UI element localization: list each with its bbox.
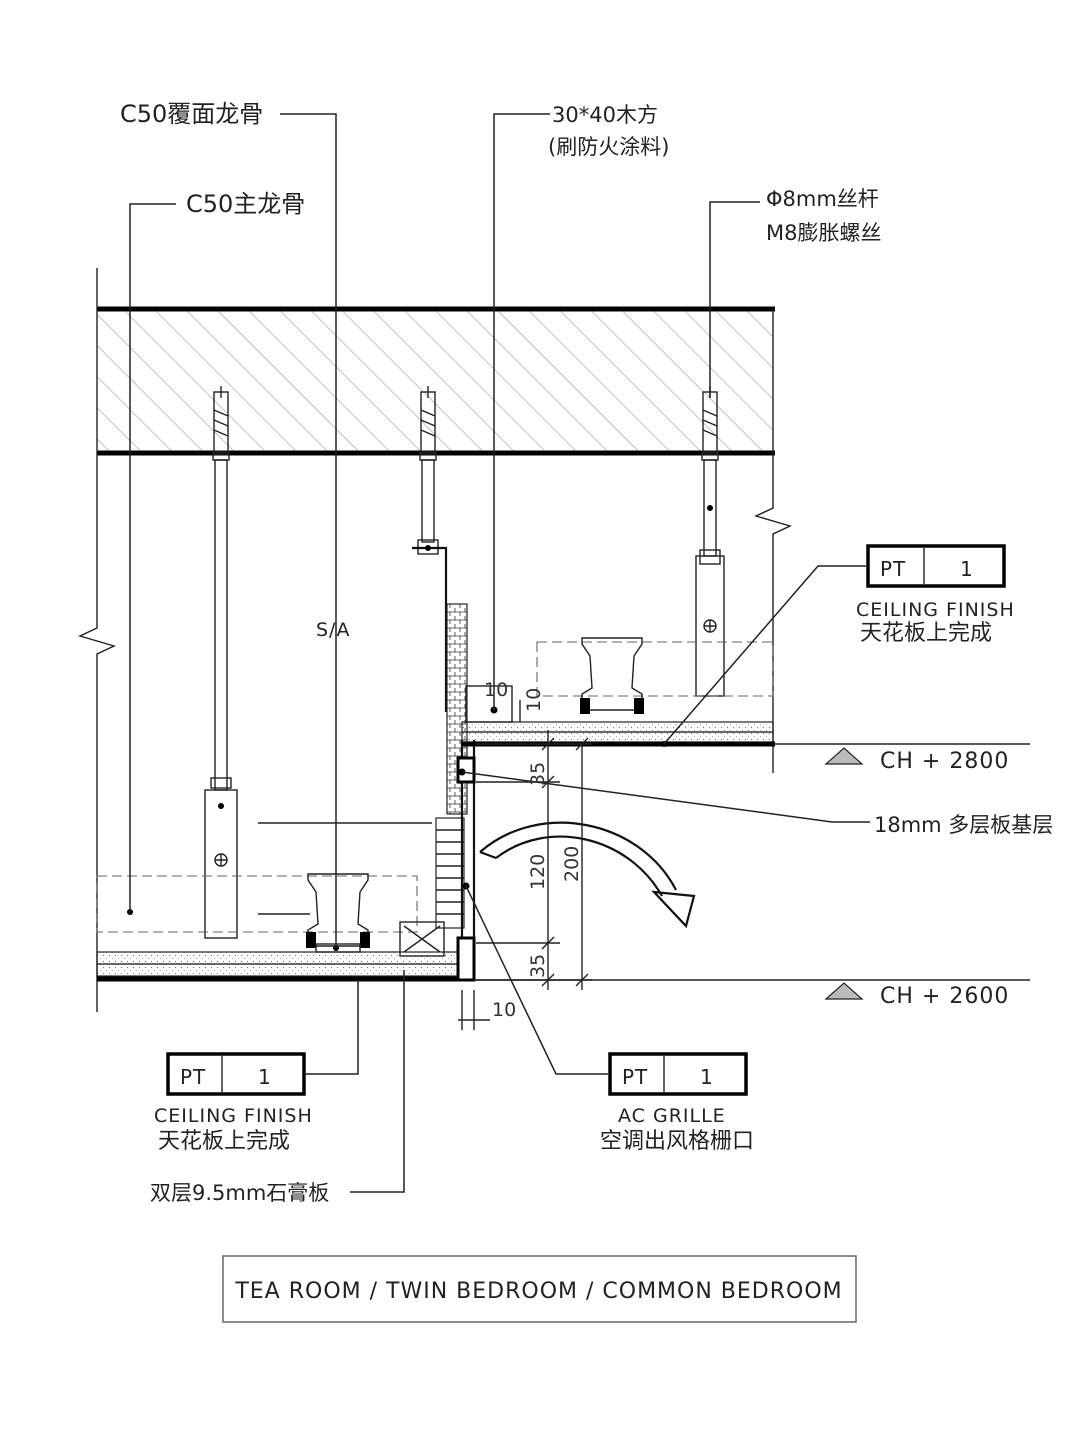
tag-upper-code: PT xyxy=(880,557,906,581)
tag-lower-left-code: PT xyxy=(180,1065,206,1089)
label-c50-main-keel: C50主龙骨 xyxy=(186,190,305,218)
dim-10-top: 10 xyxy=(523,688,545,712)
label-threaded-rod-line2: M8膨胀螺丝 xyxy=(766,221,881,245)
dim-120: 120 xyxy=(527,854,549,890)
tag-lower-right-number: 1 xyxy=(700,1065,714,1089)
tag-lower-left-title-cn: 天花板上完成 xyxy=(158,1129,290,1154)
level-upper-text: CH + 2800 xyxy=(880,749,1009,774)
upper-ceiling-assembly xyxy=(461,637,775,747)
tag-lower-left-title-en: CEILING FINISH xyxy=(154,1105,313,1127)
tag-upper-number: 1 xyxy=(960,557,974,581)
annotation-labels: C50覆面龙骨 C50主龙骨 30*40木方 (刷防火涂料) Φ8mm丝杆 M8… xyxy=(120,100,1053,1205)
tag-upper-ceiling-finish: PT 1 CEILING FINISH 天花板上完成 xyxy=(856,544,1015,646)
bulkhead-side xyxy=(399,603,476,982)
hanger-rod-middle xyxy=(412,386,448,712)
tag-lower-left-ceiling-finish: PT 1 CEILING FINISH 天花板上完成 xyxy=(154,1052,313,1154)
leader-lines xyxy=(129,113,870,1193)
label-sa: S/A xyxy=(316,619,350,641)
right-break-line xyxy=(754,309,792,773)
tag-upper-title-en: CEILING FINISH xyxy=(856,599,1015,621)
level-marker-lower: CH + 2600 xyxy=(474,979,1030,1009)
airflow-arrow xyxy=(479,821,696,929)
tag-lower-left-number: 1 xyxy=(258,1065,272,1089)
concrete-slab xyxy=(97,306,775,456)
dim-35-top: 35 xyxy=(527,762,549,786)
label-plywood-base: 18mm 多层板基层 xyxy=(874,813,1053,837)
label-threaded-rod-line1: Φ8mm丝杆 xyxy=(766,187,879,211)
dim-10-wood: 10 xyxy=(484,679,508,701)
drawing-title-box: TEA ROOM / TWIN BEDROOM / COMMON BEDROOM xyxy=(222,1255,857,1323)
drawing-title: TEA ROOM / TWIN BEDROOM / COMMON BEDROOM xyxy=(234,1279,842,1304)
label-wood-batten-line2: (刷防火涂料) xyxy=(548,135,669,159)
dim-35-bottom: 35 xyxy=(527,954,549,978)
level-marker-upper: CH + 2800 xyxy=(773,743,1030,774)
tag-upper-title-cn: 天花板上完成 xyxy=(860,621,992,646)
tag-lower-right-title-cn: 空调出风格栅口 xyxy=(600,1129,754,1154)
hanger-rod-left xyxy=(204,386,238,939)
tag-lower-right-code: PT xyxy=(622,1065,648,1089)
tag-lower-right-ac-grille: PT 1 AC GRILLE 空调出风格栅口 xyxy=(600,1052,754,1154)
dim-200: 200 xyxy=(561,846,583,882)
tag-lower-right-title-en: AC GRILLE xyxy=(618,1105,726,1127)
dimension-text: 10 35 120 35 200 10 10 xyxy=(484,679,583,1021)
label-gypsum-board: 双层9.5mm石膏板 xyxy=(150,1181,329,1205)
level-lower-text: CH + 2600 xyxy=(880,984,1009,1009)
label-c50-cover-keel: C50覆面龙骨 xyxy=(120,100,263,128)
dim-10-bottom: 10 xyxy=(492,999,516,1021)
label-wood-batten-line1: 30*40木方 xyxy=(552,103,658,127)
left-break-line xyxy=(78,268,116,1012)
